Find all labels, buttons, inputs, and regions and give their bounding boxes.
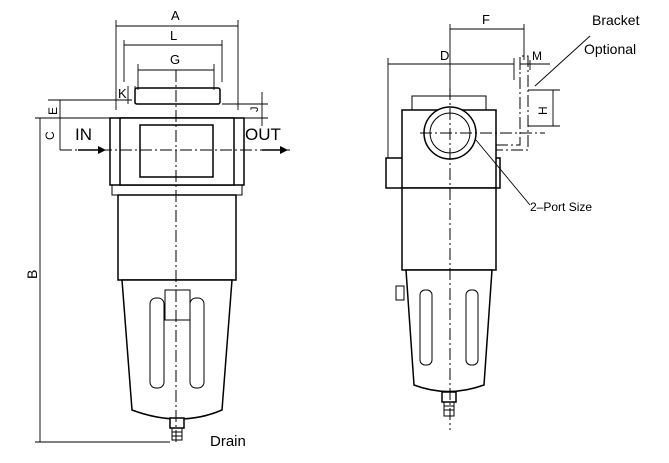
drain-label: Drain <box>210 433 246 450</box>
dim-label-b: B <box>24 270 40 279</box>
dim-label-d: D <box>440 48 449 63</box>
optional-label: Optional <box>584 41 636 57</box>
dim-label-g: G <box>170 52 180 67</box>
dim-label-c: C <box>43 131 57 140</box>
side-view-dimensions <box>387 24 591 206</box>
dim-label-l: L <box>170 28 177 43</box>
dim-label-h: H <box>536 106 550 115</box>
front-view <box>60 70 290 445</box>
port-size-label: 2–Port Size <box>530 200 592 214</box>
dim-label-a: A <box>171 8 180 23</box>
dim-label-e: E <box>46 107 60 115</box>
dim-label-k: K <box>118 86 127 101</box>
bracket-label: Bracket <box>592 12 640 28</box>
dim-label-j: J <box>249 107 261 113</box>
front-view-dimensions <box>35 20 268 443</box>
in-label: IN <box>75 125 92 144</box>
dim-label-f: F <box>482 12 490 27</box>
out-label: OUT <box>245 125 281 144</box>
front-view-labels: A L G K E C B J IN OUT Drain <box>24 8 281 450</box>
side-view <box>385 55 545 430</box>
side-view-labels: F D M H Bracket Optional 2–Port Size <box>440 12 640 214</box>
dim-label-m: M <box>532 49 542 63</box>
